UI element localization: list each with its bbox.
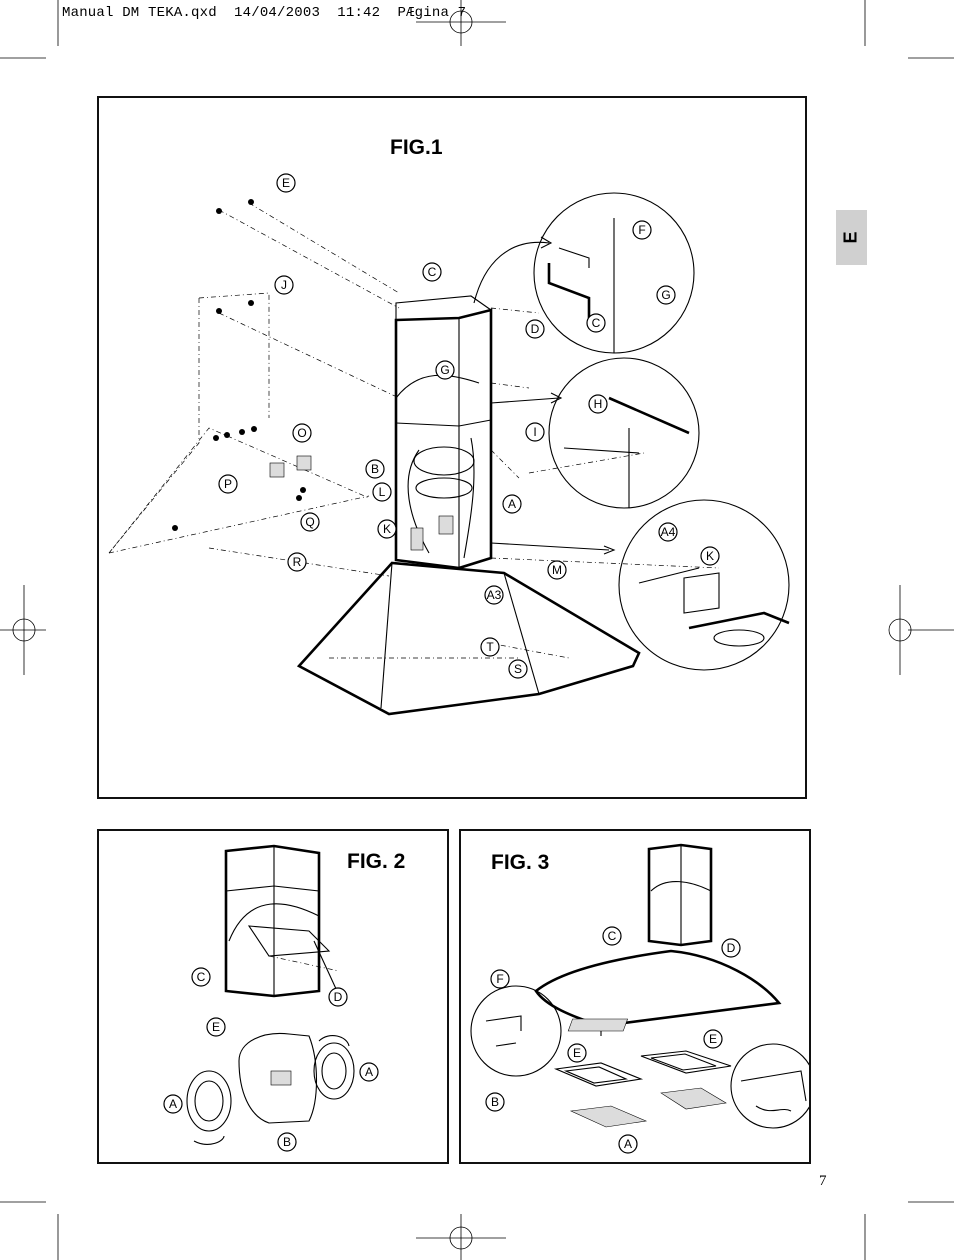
svg-text:O: O <box>297 426 306 440</box>
fig1-callout-l: L <box>372 482 392 502</box>
svg-text:C: C <box>197 970 206 984</box>
fig1-callout-a3: A3 <box>484 585 504 605</box>
svg-text:T: T <box>486 640 494 654</box>
page-number: 7 <box>819 1173 827 1189</box>
svg-text:F: F <box>496 972 503 986</box>
fig3-callout-e: E <box>703 1029 723 1049</box>
svg-text:I: I <box>533 425 536 439</box>
fig2-callout-a: A <box>359 1062 379 1082</box>
fig3-callout-a: A <box>618 1134 638 1154</box>
fig1-callout-k2: K <box>700 546 720 566</box>
fig1-callout-i: I <box>525 422 545 442</box>
fig3-drawing <box>470 843 809 1129</box>
fig1-callout-e: E <box>276 173 296 193</box>
svg-text:G: G <box>661 288 670 302</box>
svg-text:C: C <box>428 265 437 279</box>
fig3-callout-e2: E <box>567 1043 587 1063</box>
fig1-callout-g2: G <box>435 360 455 380</box>
svg-text:E: E <box>212 1020 220 1034</box>
language-tab: E <box>836 210 867 265</box>
fig2-callouts: C D E A A B <box>163 967 379 1152</box>
svg-text:D: D <box>531 322 540 336</box>
fig1-callout-j: J <box>274 275 294 295</box>
fig2-callout-d: D <box>328 987 348 1007</box>
svg-text:M: M <box>552 563 562 577</box>
fig1-callout-b: B <box>365 459 385 479</box>
fig3-callout-f: F <box>490 969 510 989</box>
fig3-title: FIG. 3 <box>491 851 550 874</box>
svg-text:H: H <box>594 397 603 411</box>
svg-text:Q: Q <box>305 515 314 529</box>
svg-text:A: A <box>508 497 516 511</box>
fig2-callout-b: B <box>277 1132 297 1152</box>
print-slug: Manual DM TEKA.qxd 14/04/2003 11:42 PÆgi… <box>62 5 467 21</box>
fig1-callout-q: Q <box>300 512 320 532</box>
fig1-callout-f: F <box>632 220 652 240</box>
svg-text:A: A <box>365 1065 373 1079</box>
fig2-callout-c: C <box>191 967 211 987</box>
fig1-callout-c: C <box>422 262 442 282</box>
fig2-panel: FIG. 2 C D E A A B <box>97 829 449 1164</box>
fig1-callout-o: O <box>292 423 312 443</box>
fig1-panel: FIG.1 <box>97 96 807 799</box>
svg-text:A3: A3 <box>487 588 502 602</box>
svg-text:S: S <box>514 662 522 676</box>
svg-text:P: P <box>224 477 232 491</box>
fig2-callout-a2: A <box>163 1094 183 1114</box>
fig1-callout-h: H <box>588 394 608 414</box>
fig3-callout-b: B <box>485 1092 505 1112</box>
fig1-callout-c2: C <box>586 313 606 333</box>
svg-text:B: B <box>283 1135 291 1149</box>
fig1-title: FIG.1 <box>390 136 443 159</box>
svg-text:A4: A4 <box>661 525 676 539</box>
fig1-callout-m: M <box>547 560 567 580</box>
svg-text:E: E <box>573 1046 581 1060</box>
fig1-callout-p: P <box>218 474 238 494</box>
svg-text:E: E <box>709 1032 717 1046</box>
svg-text:G: G <box>440 363 449 377</box>
fig2-drawing <box>186 844 355 1145</box>
language-tab-label: E <box>840 231 861 244</box>
svg-text:D: D <box>334 990 343 1004</box>
fig1-callout-g: G <box>656 285 676 305</box>
svg-text:E: E <box>282 176 290 190</box>
svg-text:A: A <box>169 1097 177 1111</box>
svg-text:K: K <box>383 522 391 536</box>
svg-text:L: L <box>379 485 386 499</box>
svg-text:A: A <box>624 1137 632 1151</box>
fig1-drawing <box>108 192 790 716</box>
fig1-callout-a: A <box>502 494 522 514</box>
svg-text:R: R <box>293 555 302 569</box>
fig1-callout-s: S <box>508 659 528 679</box>
fig3-callout-d: D <box>721 938 741 958</box>
svg-text:K: K <box>706 549 714 563</box>
fig2-title: FIG. 2 <box>347 850 406 873</box>
svg-text:C: C <box>592 316 601 330</box>
fig1-callouts: E J C F G D C G H I O B L P A K Q A4 K R… <box>218 173 720 679</box>
svg-text:D: D <box>727 941 736 955</box>
fig3-callout-c: C <box>602 926 622 946</box>
svg-text:B: B <box>371 462 379 476</box>
svg-text:B: B <box>491 1095 499 1109</box>
fig3-callouts: C D F E E B A <box>485 926 741 1154</box>
svg-text:C: C <box>608 929 617 943</box>
fig1-callout-d: D <box>525 319 545 339</box>
fig1-callout-a4: A4 <box>658 522 678 542</box>
fig1-callout-r: R <box>287 552 307 572</box>
fig3-panel: FIG. 3 C D F E E B A <box>459 829 811 1164</box>
svg-text:J: J <box>281 278 287 292</box>
fig2-callout-e: E <box>206 1017 226 1037</box>
fig1-callout-k: K <box>377 519 397 539</box>
svg-text:F: F <box>638 223 645 237</box>
fig1-callout-t: T <box>480 637 500 657</box>
